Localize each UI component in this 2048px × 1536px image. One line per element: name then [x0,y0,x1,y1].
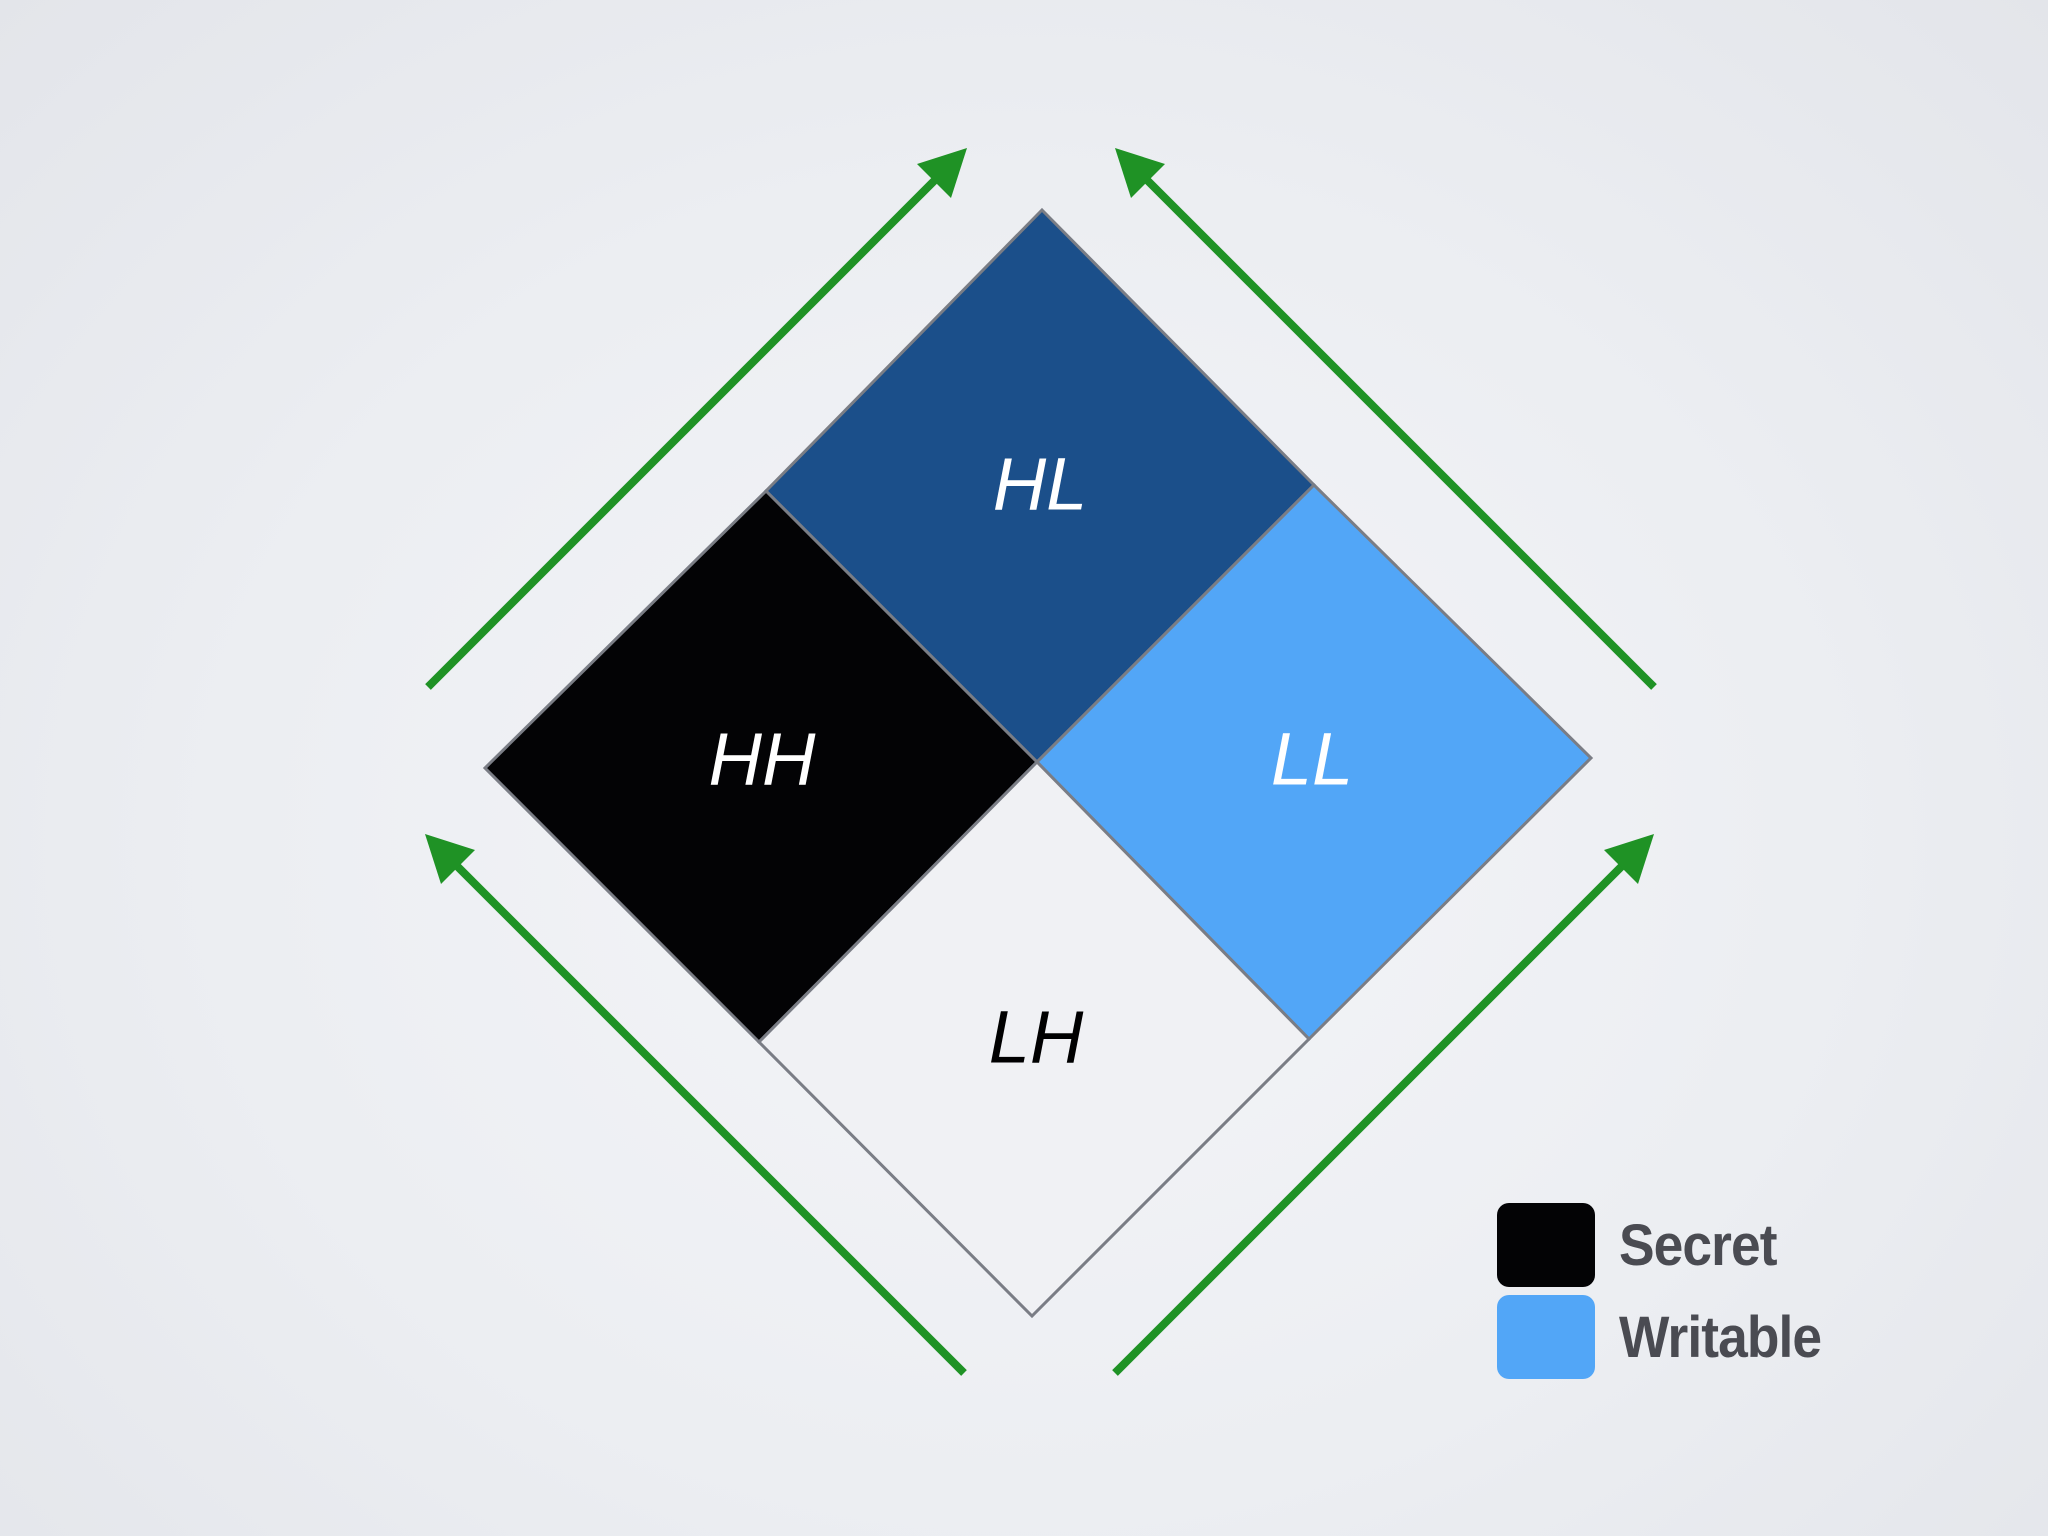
quadrant-lh [756,759,1312,1319]
quadrant-label-hl: HL [993,443,1088,526]
quadrant-label-ll: LL [1271,718,1353,801]
arrow-lower-left [425,834,967,1376]
legend-item-secret: Secret [1497,1201,1917,1289]
arrow-lower-right [1112,834,1654,1376]
arrow-upper-right [1115,148,1657,690]
legend-item-writable: Writable [1497,1293,1917,1381]
arrow-upper-left [425,148,967,690]
quadrant-label-hh: HH [709,718,816,801]
legend-swatch-secret [1497,1203,1595,1287]
legend: Secret Writable [1497,1201,1917,1385]
legend-label-writable: Writable [1619,1304,1822,1370]
quadrant-label-lh: LH [989,996,1084,1079]
legend-swatch-writable [1497,1295,1595,1379]
legend-label-secret: Secret [1619,1212,1778,1278]
